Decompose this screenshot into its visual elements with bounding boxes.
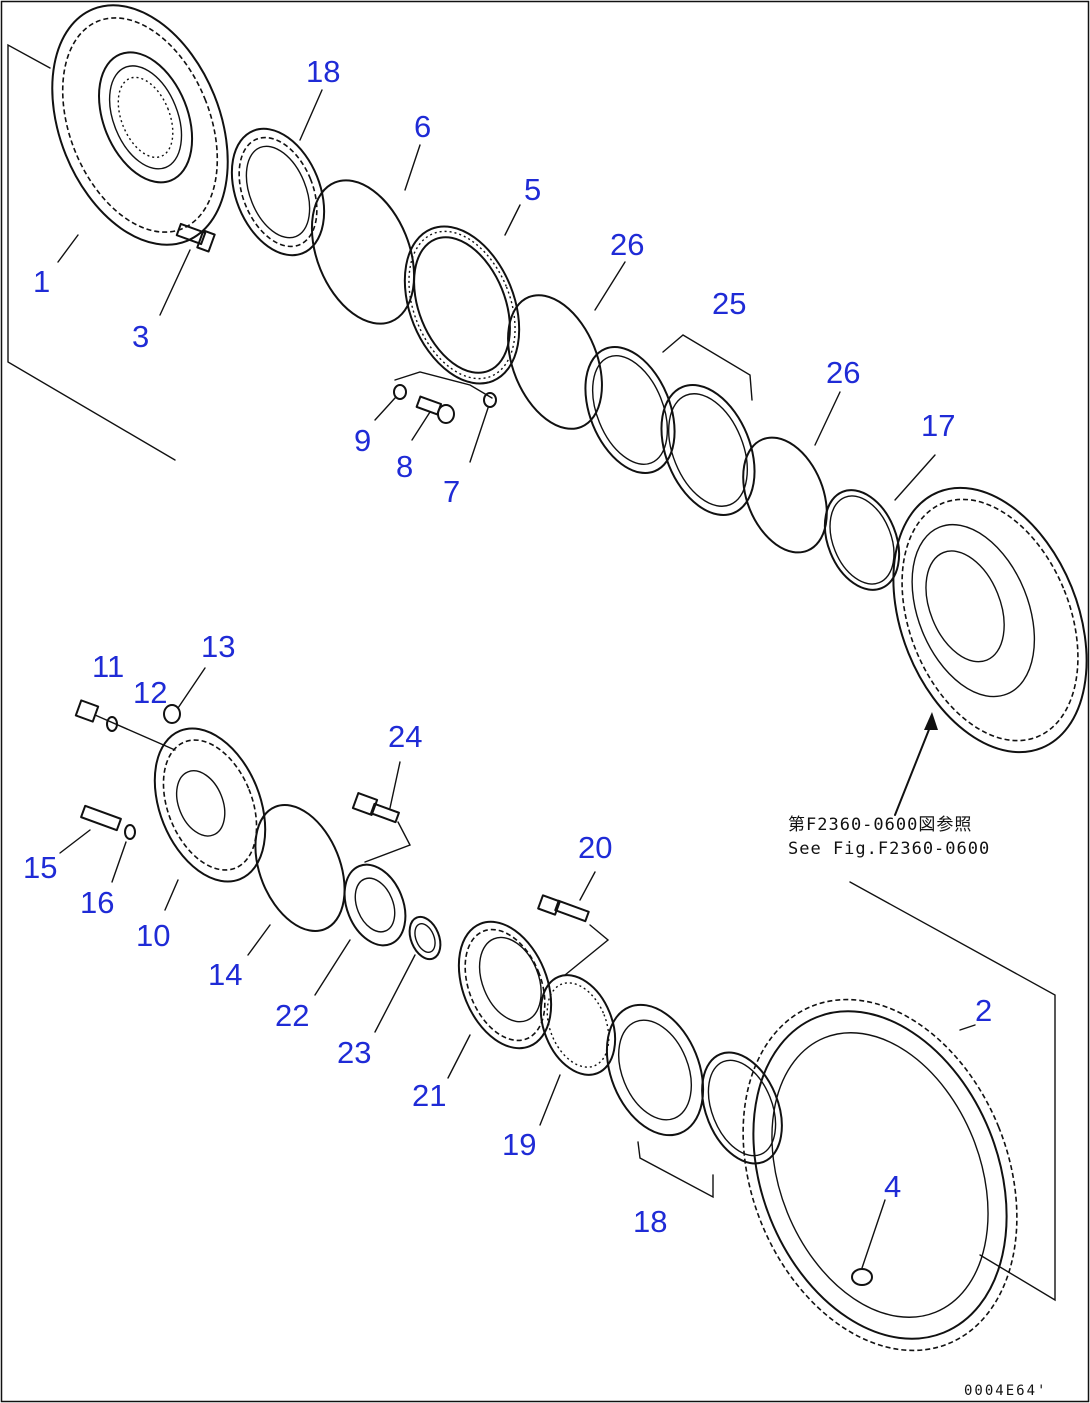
callout-17: 17 [921, 408, 955, 443]
reference-arrow-head [924, 712, 938, 730]
leader-25-bracket [662, 334, 753, 401]
part-22-plate [343, 863, 407, 947]
reference-note-japanese: 第F2360-0600図参照 [788, 815, 972, 835]
part-8-bolt [415, 395, 455, 424]
callout-18-upper: 18 [306, 54, 340, 89]
callout-14: 14 [208, 957, 242, 992]
part-24-bolt [351, 792, 400, 824]
callout-26-upper: 26 [610, 227, 644, 262]
part-9-washer [393, 384, 407, 400]
callout-16: 16 [80, 885, 114, 920]
part-19-bearing [539, 974, 617, 1076]
part-5-seal [403, 225, 521, 385]
reference-note-english: See Fig.F2360-0600 [788, 839, 990, 859]
lower-assembly-bracket [849, 881, 1056, 1302]
callout-20: 20 [578, 830, 612, 865]
referenced-housing [892, 486, 1088, 754]
part-2-sprocket [742, 998, 1018, 1352]
part-23-spacer [408, 915, 442, 961]
part-20-bolt [537, 894, 590, 923]
callout-6: 6 [414, 109, 431, 144]
part-14-o-ring [254, 803, 346, 933]
leader-lines [57, 89, 976, 1269]
part-26-o-ring-upper [507, 294, 603, 430]
callout-18-lower: 18 [633, 1204, 667, 1239]
part-3-bolt [175, 222, 216, 253]
part-18-bearing-lower-b [701, 1051, 783, 1165]
leader-18-lower [637, 1141, 714, 1199]
leader-11-12 [94, 714, 176, 751]
callout-4: 4 [884, 1169, 901, 1204]
part-16-washer [124, 824, 136, 840]
callout-2: 2 [975, 993, 992, 1028]
callout-19: 19 [502, 1127, 536, 1162]
callout-15: 15 [23, 850, 57, 885]
part-11-bolt [74, 699, 100, 723]
part-1-hub [51, 4, 229, 246]
callout-5: 5 [524, 172, 541, 207]
callout-9: 9 [354, 423, 371, 458]
part-10-cover [153, 727, 267, 883]
callout-10: 10 [136, 918, 170, 953]
callout-3: 3 [132, 319, 149, 354]
part-4-bolt [851, 1268, 873, 1286]
callout-13: 13 [201, 629, 235, 664]
part-18-bearing-upper [230, 127, 326, 257]
callout-12: 12 [133, 675, 167, 710]
part-7-pin [483, 392, 497, 408]
part-6-o-ring [310, 179, 416, 325]
part-26-o-ring-lower [742, 436, 828, 554]
leader-20 [564, 924, 610, 976]
part-21-gear [457, 920, 553, 1050]
leader-24 [364, 821, 411, 863]
reference-arrow [894, 721, 933, 816]
callout-11: 11 [92, 649, 124, 684]
callout-22: 22 [275, 998, 309, 1033]
callout-1: 1 [33, 264, 50, 299]
callout-labels: 1 2 3 4 5 6 7 8 9 10 11 12 13 14 15 16 1… [23, 54, 992, 1239]
callout-8: 8 [396, 449, 413, 484]
part-17-snap-ring [823, 489, 901, 591]
callout-25: 25 [712, 286, 746, 321]
part-18-bearing-lower-a [605, 1003, 705, 1137]
part-25-floating-seal-b [660, 384, 756, 516]
callout-26-lower: 26 [826, 355, 860, 390]
leader-5-fasteners [394, 371, 493, 399]
callout-21: 21 [412, 1078, 446, 1113]
callout-24: 24 [388, 719, 422, 754]
part-13-plug [163, 704, 181, 724]
part-25-floating-seal-a [584, 345, 676, 475]
part-15-bolt [80, 804, 122, 832]
drawing-code: 0004E64' [964, 1383, 1047, 1399]
callout-7: 7 [443, 474, 460, 509]
callout-23: 23 [337, 1035, 371, 1070]
upper-assembly-bracket [7, 43, 176, 461]
